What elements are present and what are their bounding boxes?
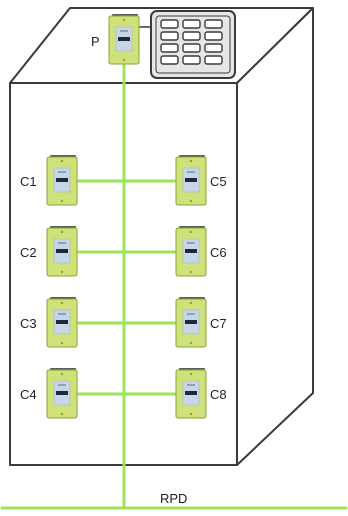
breaker-slot: [182, 43, 201, 53]
electric-meter-icon-c2: [46, 226, 78, 277]
breaker-slot: [182, 55, 201, 65]
electric-meter-icon-c6: [175, 226, 207, 277]
label-c3: C3: [20, 316, 37, 331]
meter-group: [46, 14, 207, 419]
label-c6: C6: [210, 245, 227, 260]
breaker-slot: [160, 55, 179, 65]
breaker-slot: [204, 19, 223, 29]
breaker-slot: [160, 19, 179, 29]
breaker-slot: [160, 31, 179, 41]
breaker-slot: [182, 19, 201, 29]
label-c7: C7: [210, 316, 227, 331]
label-c1: C1: [20, 174, 37, 189]
primary-label: P: [91, 34, 100, 49]
electric-meter-icon-c7: [175, 297, 207, 348]
breaker-panel-icon: [150, 10, 236, 79]
electric-meter-icon-c8: [175, 368, 207, 419]
breaker-slot: [160, 43, 179, 53]
electric-meter-icon-c5: [175, 155, 207, 206]
electric-meter-icon-c4: [46, 368, 78, 419]
label-c4: C4: [20, 387, 37, 402]
breaker-slot: [204, 43, 223, 53]
labels: P RPD C1 C2 C3 C4 C5 C6 C7 C8: [20, 34, 227, 506]
label-c2: C2: [20, 245, 37, 260]
building-side-face: [236, 7, 314, 466]
breaker-slot: [204, 31, 223, 41]
rpd-label: RPD: [160, 491, 187, 506]
breaker-slot: [204, 55, 223, 65]
label-c8: C8: [210, 387, 227, 402]
electric-meter-icon-c3: [46, 297, 78, 348]
breaker-slot: [182, 31, 201, 41]
electric-meter-icon-p: [108, 14, 140, 65]
electric-meter-icon-c1: [46, 155, 78, 206]
wiring: [0, 38, 348, 510]
label-c5: C5: [210, 174, 227, 189]
